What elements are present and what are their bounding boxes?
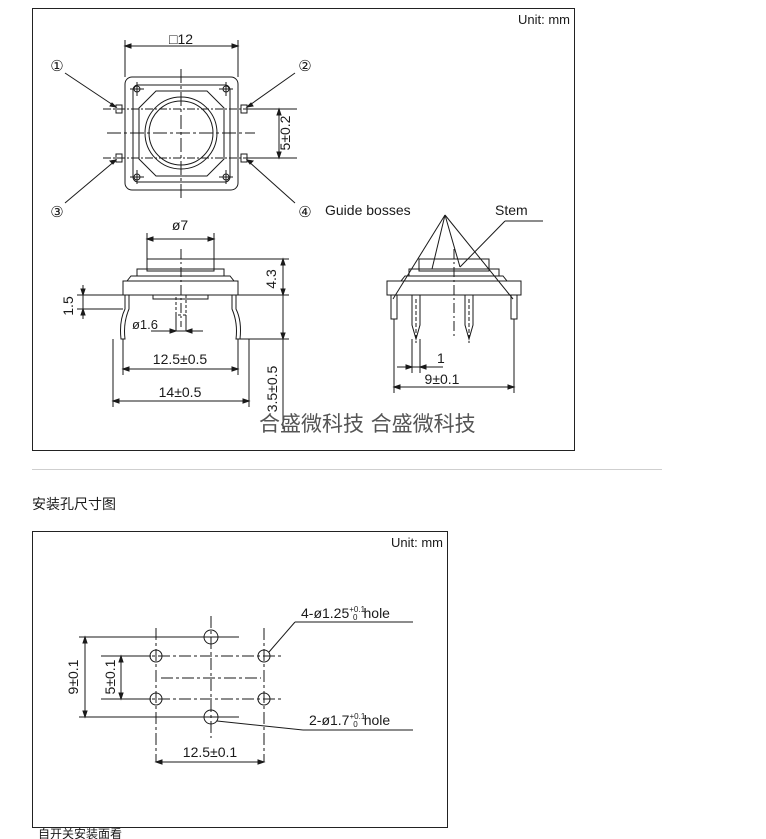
- height-label: 4.3: [263, 269, 279, 289]
- front-view: [77, 233, 289, 429]
- base-height-label: 1.5: [60, 296, 76, 316]
- pin-marker-1: ①: [50, 58, 63, 75]
- section-divider: [32, 469, 662, 470]
- size-label: □12: [169, 31, 193, 47]
- unit-label: Unit: mm: [391, 535, 443, 550]
- stem-label: Stem: [495, 202, 528, 218]
- horizontal-label: 12.5±0.1: [183, 744, 238, 760]
- stem-diameter-label: ø7: [172, 217, 189, 233]
- pin-pitch-label: 5±0.2: [277, 115, 293, 150]
- pin-marker-3: ③: [50, 204, 63, 221]
- section-title: 安装孔尺寸图: [32, 496, 116, 512]
- inner-vertical-label: 5±0.1: [102, 659, 118, 694]
- lead-length-label: 3.5±0.5: [264, 365, 280, 412]
- mounting-hole-panel: Unit: mm: [32, 531, 448, 828]
- outer-vertical-label: 9±0.1: [65, 659, 81, 694]
- width-label: 14±0.5: [159, 384, 202, 400]
- switch-dimension-drawing: □12 ① ② ③ ④ 5±0.2 ø7 4.3 1.5 ø1.6 12.5±0…: [50, 31, 543, 436]
- dimension-drawing-panel: Unit: mm: [32, 8, 575, 451]
- unit-label: Unit: mm: [518, 12, 570, 27]
- pin-span-label: 12.5±0.5: [153, 351, 208, 367]
- pitch-label: 9±0.1: [425, 371, 460, 387]
- watermark: 合盛微科技 合盛微科技: [259, 412, 476, 436]
- footer-note: 自开关安装面看: [38, 828, 123, 839]
- pin-marker-4: ④: [298, 204, 311, 221]
- top-view: [64, 40, 297, 204]
- guide-bosses-label: Guide bosses: [325, 202, 411, 218]
- side-view: [386, 214, 543, 393]
- pin-marker-2: ②: [298, 58, 311, 75]
- lead-label: 1: [437, 350, 445, 366]
- pin-diameter-label: ø1.6: [132, 317, 158, 332]
